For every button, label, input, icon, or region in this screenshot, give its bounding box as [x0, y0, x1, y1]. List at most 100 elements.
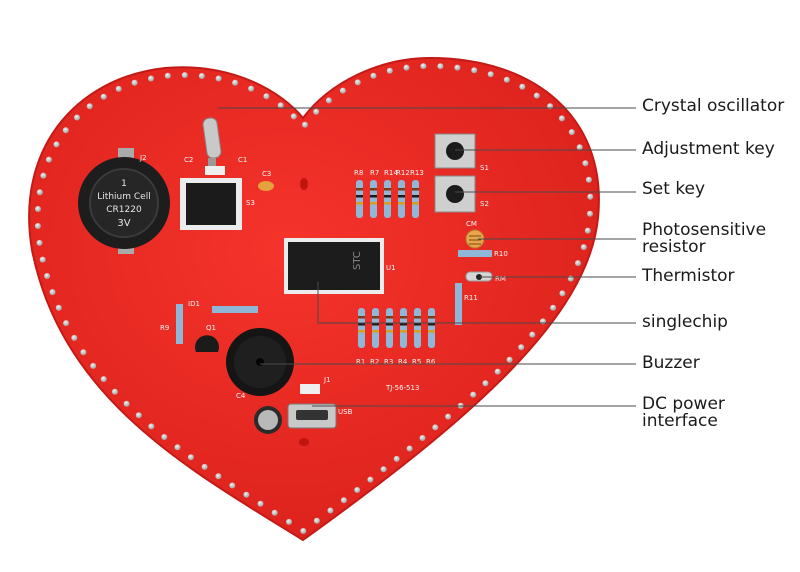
edge-led: [587, 210, 593, 217]
resistor-bank-top: [356, 180, 419, 218]
edge-led: [576, 144, 583, 151]
battery-label-line1: Lithium Cell: [97, 192, 150, 202]
crystal-can: [202, 117, 222, 159]
edge-led: [257, 500, 264, 507]
edge-led: [300, 528, 307, 534]
edge-led: [34, 223, 41, 229]
resistor-band: [372, 316, 379, 319]
electrolytic-capacitor-c4: [254, 406, 282, 434]
resistor-band: [428, 316, 435, 319]
cap-c2c1-pad: [205, 166, 225, 175]
edge-led: [506, 356, 513, 363]
resistor-band: [370, 195, 377, 198]
resistor: [400, 308, 407, 348]
j1-pads: [300, 384, 320, 394]
silk-r13: R13: [410, 169, 424, 177]
adjustment-key-cap: [446, 142, 464, 160]
edge-led: [494, 368, 501, 375]
edge-led: [302, 121, 308, 128]
edge-led: [568, 129, 575, 136]
edge-led: [62, 127, 69, 134]
callout-set-key: Set key: [642, 181, 705, 198]
led-ring: [34, 63, 594, 534]
callout-crystal-oscillator-text: Crystal oscillator: [642, 96, 785, 116]
resistor-band: [414, 323, 421, 326]
edge-led: [35, 206, 41, 212]
edge-led: [44, 273, 51, 279]
silk-r7: R7: [370, 169, 379, 177]
dip8-body: [186, 183, 236, 225]
callout-set-key-text: Set key: [642, 179, 706, 199]
edge-led: [518, 344, 525, 351]
edge-led: [215, 473, 222, 480]
edge-led: [80, 349, 87, 356]
edge-led: [39, 256, 46, 263]
resistor-band: [412, 195, 419, 198]
edge-led: [111, 388, 118, 395]
edge-led: [437, 63, 444, 70]
c4-top: [258, 410, 278, 430]
callout-buzzer: Buzzer: [642, 355, 700, 372]
adjustment-key-button[interactable]: [434, 133, 476, 169]
edge-led: [354, 79, 361, 86]
edge-led: [49, 289, 56, 296]
edge-led: [63, 320, 70, 327]
silk-j1: J1: [323, 376, 331, 384]
resistor: [358, 308, 365, 348]
edge-led: [406, 445, 413, 452]
silk-r2: R2: [370, 358, 379, 366]
resistor-band: [414, 330, 421, 333]
edge-led: [148, 75, 154, 82]
callout-buzzer-text: Buzzer: [642, 353, 700, 373]
edge-led: [584, 227, 591, 234]
edge-led: [135, 412, 142, 419]
edge-led: [432, 424, 439, 431]
edge-led: [263, 93, 270, 100]
edge-led: [503, 76, 510, 83]
resistor-band: [398, 195, 405, 198]
edge-led: [454, 64, 461, 71]
silk-r5: R5: [412, 358, 421, 366]
resistor: [384, 180, 391, 218]
battery-cell: [89, 168, 159, 238]
resistor: [412, 180, 419, 218]
edge-led: [100, 376, 107, 383]
edge-led: [340, 497, 347, 504]
edge-led: [420, 63, 427, 70]
callout-photosensitive-text-1: Photosensitive: [642, 220, 767, 240]
resistor-band: [356, 188, 363, 191]
silk-r12: R12: [396, 169, 410, 177]
edge-led: [313, 517, 320, 524]
silk-r9: R9: [160, 324, 169, 332]
capacitor-c3: [258, 181, 274, 191]
callout-thermistor: Thermistor: [642, 268, 735, 285]
edge-led: [386, 67, 393, 74]
callout-photosensitive-text-2: resistor: [642, 237, 706, 257]
indicator-led-top: [300, 178, 308, 190]
resistor-band: [358, 330, 365, 333]
coin-battery: 1 Lithium Cell CR1220 3V: [78, 148, 170, 254]
edge-led: [90, 362, 97, 369]
edge-led: [86, 103, 93, 110]
edge-led: [277, 102, 284, 109]
leader-lines: [218, 107, 636, 407]
silk-c2: C2: [184, 156, 193, 164]
callout-adjustment-key-text: Adjustment key: [642, 139, 775, 159]
edge-led: [36, 239, 43, 246]
edge-led: [181, 72, 188, 79]
callout-crystal-oscillator: Crystal oscillator: [642, 98, 784, 115]
edge-led: [559, 290, 566, 297]
edge-led: [148, 423, 155, 430]
resistor-band: [386, 323, 393, 326]
set-key-button[interactable]: [434, 175, 476, 213]
edge-led: [380, 466, 387, 473]
edge-led: [582, 160, 589, 167]
resistor-r11: [455, 283, 462, 325]
edge-led: [123, 400, 130, 407]
resistor-r10: [458, 250, 492, 257]
resistor-band: [428, 323, 435, 326]
edge-led: [40, 172, 47, 179]
edge-led: [131, 79, 138, 86]
crystal-leads: [208, 158, 216, 170]
edge-led: [187, 454, 194, 461]
